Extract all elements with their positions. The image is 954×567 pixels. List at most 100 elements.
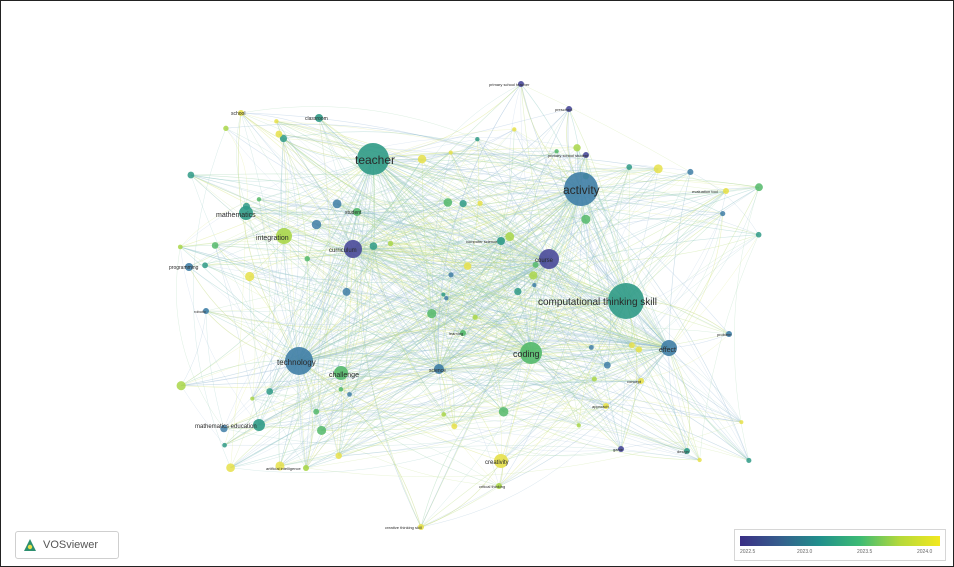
minor-keyword-node[interactable] [279, 134, 288, 143]
minor-keyword-node[interactable] [635, 346, 643, 353]
keyword-label[interactable]: design [677, 449, 689, 454]
minor-keyword-node[interactable] [505, 232, 515, 242]
keyword-node[interactable] [638, 378, 644, 384]
minor-keyword-node[interactable] [448, 272, 454, 278]
minor-keyword-node[interactable] [176, 381, 186, 391]
minor-keyword-node[interactable] [335, 452, 342, 460]
keyword-label[interactable]: challenge [329, 372, 359, 379]
keyword-node[interactable] [238, 110, 244, 116]
keyword-node[interactable] [253, 419, 265, 431]
minor-keyword-node[interactable] [347, 392, 352, 397]
keyword-node[interactable] [239, 206, 253, 220]
minor-keyword-node[interactable] [529, 271, 538, 280]
minor-keyword-node[interactable] [739, 420, 744, 425]
keyword-label[interactable]: technology [277, 358, 316, 367]
keyword-label[interactable]: critical thinking [479, 484, 505, 489]
minor-keyword-node[interactable] [226, 463, 235, 473]
keyword-label[interactable]: activity [563, 183, 600, 197]
minor-keyword-node[interactable] [187, 171, 195, 179]
minor-keyword-node[interactable] [444, 296, 449, 301]
keyword-node[interactable] [497, 237, 505, 245]
minor-keyword-node[interactable] [342, 287, 351, 296]
minor-keyword-node[interactable] [332, 199, 342, 209]
keyword-label[interactable]: science [429, 368, 446, 374]
keyword-node[interactable] [608, 283, 644, 319]
keyword-label[interactable]: integration [256, 235, 289, 242]
minor-keyword-node[interactable] [223, 125, 229, 132]
minor-keyword-node[interactable] [245, 271, 255, 282]
minor-keyword-node[interactable] [369, 242, 378, 250]
minor-keyword-node[interactable] [755, 231, 762, 238]
keyword-node[interactable] [603, 403, 609, 409]
keyword-label[interactable]: creativity [485, 460, 509, 466]
minor-keyword-node[interactable] [304, 256, 310, 262]
minor-keyword-node[interactable] [581, 214, 591, 224]
keyword-label[interactable]: problem [717, 332, 732, 337]
minor-keyword-node[interactable] [427, 309, 437, 319]
minor-keyword-node[interactable] [463, 262, 472, 270]
keyword-label[interactable]: teacher [355, 153, 395, 167]
keyword-node[interactable] [520, 342, 542, 364]
minor-keyword-node[interactable] [177, 244, 183, 250]
minor-keyword-node[interactable] [459, 200, 467, 208]
minor-keyword-node[interactable] [250, 396, 255, 401]
keyword-node[interactable] [203, 308, 209, 314]
keyword-label[interactable]: approach [592, 404, 609, 409]
keyword-node[interactable] [357, 143, 389, 175]
keyword-node[interactable] [518, 81, 524, 87]
keyword-label[interactable]: creative thinking skill [385, 525, 422, 530]
keyword-label[interactable]: course [535, 258, 554, 264]
keyword-label[interactable]: robotic [194, 309, 206, 314]
keyword-label[interactable]: classroom [305, 116, 328, 122]
keyword-node[interactable] [726, 331, 732, 337]
keyword-node[interactable] [418, 524, 424, 530]
keyword-node[interactable] [661, 340, 677, 356]
minor-keyword-node[interactable] [588, 344, 594, 350]
keyword-label[interactable]: primary school teacher [489, 82, 530, 87]
minor-keyword-node[interactable] [477, 200, 483, 206]
minor-keyword-node[interactable] [222, 442, 227, 448]
keyword-label[interactable]: mathematics education [195, 424, 257, 430]
keyword-label[interactable]: school [231, 111, 245, 117]
keyword-label[interactable]: student [345, 210, 362, 216]
keyword-node[interactable] [566, 106, 572, 112]
minor-keyword-node[interactable] [687, 168, 694, 176]
minor-keyword-node[interactable] [532, 283, 537, 288]
keyword-node[interactable] [494, 454, 508, 468]
keyword-label[interactable]: effect [659, 347, 676, 354]
keyword-label[interactable]: computational thinking skill [538, 297, 657, 308]
minor-keyword-node[interactable] [472, 314, 478, 320]
minor-keyword-node[interactable] [475, 137, 480, 142]
minor-keyword-node[interactable] [532, 261, 539, 268]
minor-keyword-node[interactable] [313, 408, 320, 415]
minor-keyword-node[interactable] [591, 376, 597, 382]
minor-keyword-node[interactable] [451, 423, 458, 430]
minor-keyword-node[interactable] [498, 406, 509, 417]
minor-keyword-node[interactable] [697, 457, 702, 463]
keyword-node[interactable] [276, 228, 292, 244]
minor-keyword-node[interactable] [441, 412, 447, 417]
keyword-label[interactable]: game [613, 447, 624, 452]
keyword-label[interactable]: artificial intelligence [266, 466, 301, 471]
minor-keyword-node[interactable] [576, 423, 581, 428]
minor-keyword-node[interactable] [603, 361, 611, 369]
keyword-node[interactable] [539, 249, 559, 269]
keyword-label[interactable]: learning [449, 331, 463, 336]
minor-keyword-node[interactable] [387, 240, 394, 247]
keyword-label[interactable]: mathematics [216, 212, 256, 219]
minor-keyword-node[interactable] [220, 424, 228, 433]
keyword-label[interactable]: programming [169, 265, 199, 271]
minor-keyword-node[interactable] [554, 149, 559, 154]
minor-keyword-node[interactable] [755, 183, 763, 192]
keyword-label[interactable]: concept [627, 379, 642, 384]
keyword-node[interactable] [303, 465, 309, 471]
keyword-node[interactable] [344, 240, 362, 258]
minor-keyword-node[interactable] [653, 164, 663, 174]
keyword-label[interactable]: curriculum [329, 248, 357, 254]
keyword-node[interactable] [285, 347, 313, 375]
keyword-node[interactable] [353, 208, 361, 216]
keyword-label[interactable]: primary school student [548, 153, 589, 158]
minor-keyword-node[interactable] [746, 457, 752, 464]
minor-keyword-node[interactable] [275, 461, 285, 471]
